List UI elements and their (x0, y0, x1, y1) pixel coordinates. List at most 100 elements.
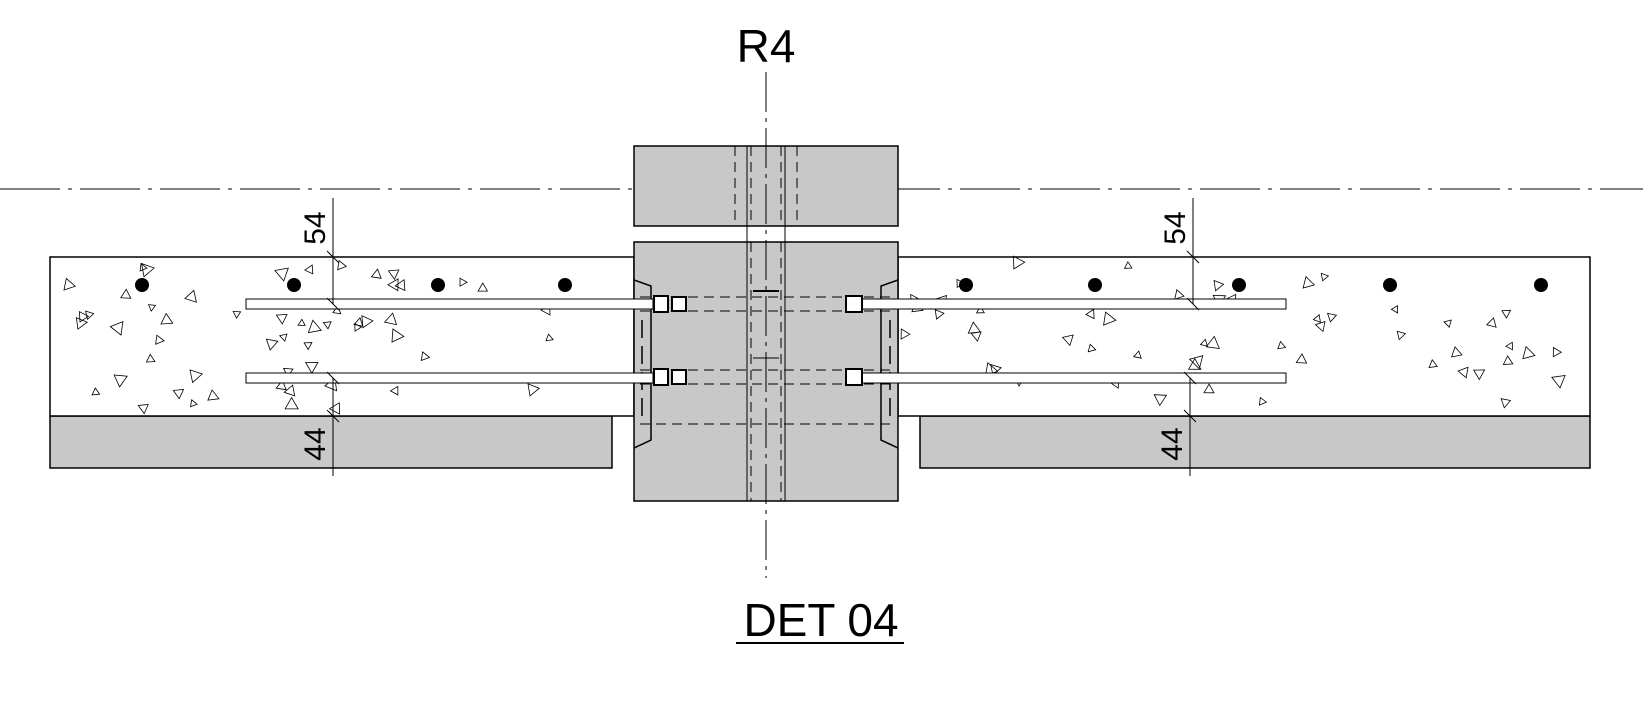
aggregate-mark (145, 353, 156, 363)
aggregate-mark (1501, 309, 1512, 319)
aggregate-mark (1187, 357, 1202, 370)
aggregate-mark (63, 277, 76, 291)
aggregate-mark (1123, 260, 1133, 269)
left-rebar-top (245, 298, 654, 310)
aggregate-mark (297, 318, 306, 326)
aggregate-mark (370, 268, 382, 279)
aggregate-mark (1327, 312, 1338, 323)
aggregate-mark (1085, 308, 1095, 320)
aggregate-mark (1505, 341, 1513, 351)
aggregate-mark (275, 313, 288, 325)
aggregate-mark (900, 328, 911, 340)
aggregate-mark (139, 262, 148, 272)
grid-label: R4 (737, 20, 796, 72)
aggregate-mark (387, 278, 399, 292)
left-rebar-bottom (245, 372, 654, 384)
aggregate-mark (303, 264, 314, 275)
left-bottom-slab (49, 415, 613, 469)
aggregate-mark (527, 383, 541, 397)
aggregate-mark (283, 384, 296, 397)
aggregate-mark (1312, 314, 1321, 323)
dimension-44-left: 44 (299, 427, 332, 460)
aggregate-mark (545, 333, 554, 342)
aggregate-mark (1295, 353, 1308, 364)
aggregate-mark (990, 363, 1002, 376)
aggregate-mark (477, 282, 489, 292)
aggregate-mark (184, 289, 197, 303)
dimension-54-left: 54 (299, 211, 332, 244)
aggregate-mark (383, 312, 398, 326)
dimension-54-right: 54 (1159, 211, 1192, 244)
aggregate-mark (1390, 304, 1399, 314)
aggregate-mark (459, 277, 468, 287)
aggregate-mark (307, 319, 322, 334)
rebar-dots (135, 278, 1548, 292)
aggregate-mark (1277, 340, 1287, 350)
aggregate-mark (1396, 330, 1407, 341)
aggregate-mark (1502, 355, 1514, 365)
aggregate-mark (232, 310, 242, 319)
aggregate-mark (75, 317, 88, 330)
aggregate-mark (322, 321, 332, 330)
aggregate-mark (303, 342, 313, 351)
aggregate-mark (1061, 334, 1074, 347)
aggregate-mark (1450, 346, 1463, 358)
aggregate-mark (120, 288, 132, 299)
aggregate-mark (1188, 355, 1204, 370)
aggregate-mark (1103, 311, 1117, 326)
aggregate-mark (1205, 335, 1220, 349)
aggregate-mark (1500, 398, 1512, 409)
aggregate-mark (1486, 317, 1497, 328)
aggregate-mark (1087, 343, 1097, 353)
aggregate-mark (189, 399, 198, 408)
concrete-aggregate-hatch (63, 255, 1566, 415)
aggregate-mark (189, 369, 203, 384)
aggregate-mark (1320, 272, 1330, 282)
aggregate-mark (337, 259, 348, 271)
aggregate-mark (387, 269, 400, 281)
aggregate-mark (391, 328, 405, 343)
aggregate-mark (207, 389, 220, 401)
column-inner-solid-lines (746, 146, 786, 501)
aggregate-mark (265, 338, 279, 351)
aggregate-mark (109, 320, 124, 336)
aggregate-mark (278, 333, 288, 342)
aggregate-mark (284, 396, 299, 410)
aggregate-mark (1443, 319, 1452, 328)
aggregate-mark (1457, 366, 1469, 379)
aggregate-mark (389, 385, 399, 396)
aggregate-mark (328, 402, 341, 415)
aggregate-mark (967, 321, 982, 334)
aggregate-mark (304, 361, 319, 375)
right-rebar-top (849, 298, 1287, 310)
right-embed-plate (880, 279, 899, 449)
aggregate-mark (78, 311, 90, 323)
aggregate-mark (1153, 394, 1168, 407)
aggregate-mark (1302, 275, 1316, 289)
right-bottom-slab (919, 415, 1591, 469)
aggregate-mark (1522, 345, 1536, 360)
aggregate-mark (1258, 396, 1268, 406)
aggregate-mark (394, 278, 406, 292)
aggregate-mark (275, 379, 287, 391)
aggregate-mark (361, 315, 374, 329)
aggregate-mark (1133, 350, 1142, 359)
aggregate-mark (1428, 359, 1439, 368)
aggregate-mark (354, 322, 363, 332)
dimension-lines (326, 198, 1200, 476)
aggregate-mark (155, 334, 165, 345)
aggregate-mark (934, 309, 945, 320)
aggregate-mark (1012, 255, 1026, 270)
right-rebar-bottom (849, 372, 1287, 384)
aggregate-mark (274, 267, 289, 282)
aggregate-mark (172, 389, 185, 400)
aggregate-mark (1213, 279, 1225, 292)
aggregate-mark (1314, 320, 1326, 333)
aggregate-mark (1203, 383, 1215, 394)
left-embed-plate (633, 279, 652, 449)
aggregate-mark (1174, 289, 1185, 300)
aggregate-mark (147, 304, 157, 312)
rebar-couplers (653, 295, 863, 386)
aggregate-mark (137, 404, 149, 415)
